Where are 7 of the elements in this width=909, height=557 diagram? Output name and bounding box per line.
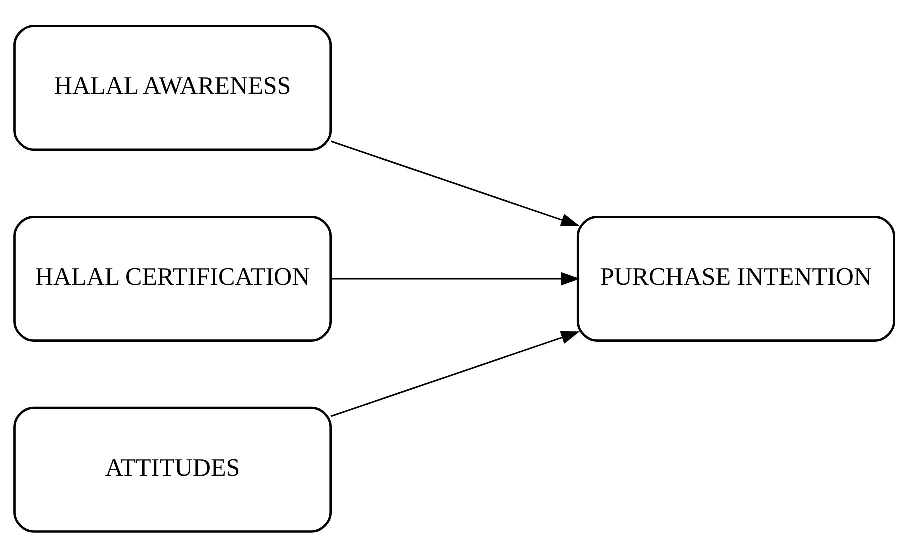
arrow xyxy=(330,331,580,417)
node-box: HALAL AWARENESS xyxy=(14,24,332,151)
node-box: HALAL CERTIFICATION xyxy=(14,216,332,342)
node-box: PURCHASE INTENTION xyxy=(576,216,896,342)
arrow xyxy=(330,140,580,226)
node-box: ATTITUDES xyxy=(14,406,332,532)
arrow xyxy=(331,272,580,286)
